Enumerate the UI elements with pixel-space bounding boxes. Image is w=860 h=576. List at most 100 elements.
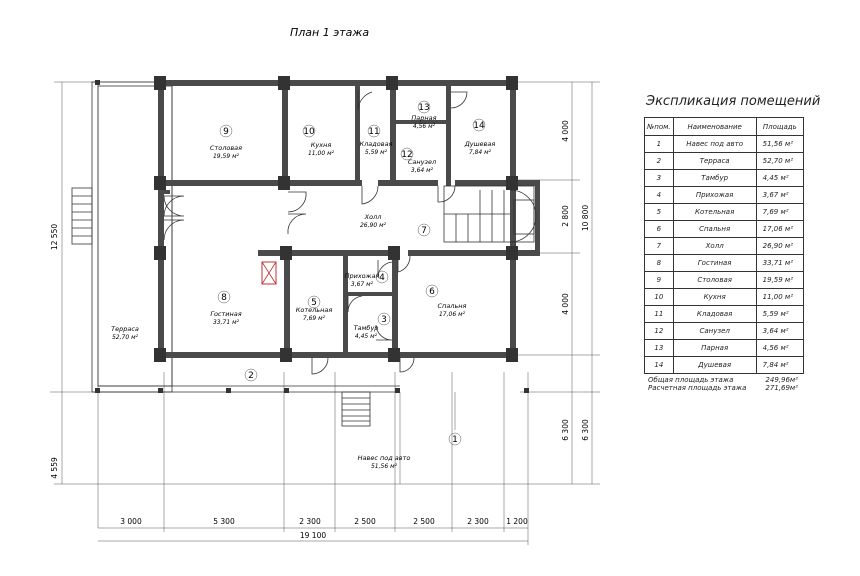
svg-text:5,59 м²: 5,59 м² [365, 149, 388, 156]
svg-text:5 300: 5 300 [213, 517, 235, 526]
explication-panel: Экспликация помещений №пом. Наименование… [640, 94, 821, 392]
row-number: 3 [644, 169, 674, 187]
svg-text:9: 9 [223, 127, 229, 137]
row-number: 2 [644, 152, 674, 170]
row-area: 52,70 м² [755, 152, 805, 170]
svg-text:52,70 м²: 52,70 м² [112, 334, 139, 341]
row-area: 19,59 м² [755, 271, 805, 289]
svg-text:Кладовая: Кладовая [360, 140, 393, 148]
svg-text:4: 4 [379, 273, 385, 283]
svg-text:26,90 м²: 26,90 м² [360, 222, 387, 229]
total-floor-area: Общая площадь этажа 249,96м² [648, 376, 798, 384]
row-area: 3,64 м² [755, 322, 805, 340]
row-area: 51,56 м² [755, 135, 805, 153]
svg-text:6 300: 6 300 [581, 419, 590, 441]
terrace-stairs [71, 187, 93, 245]
svg-text:4 000: 4 000 [561, 293, 570, 315]
wall-corners [154, 76, 518, 362]
row-number: 7 [644, 237, 674, 255]
walls [158, 80, 540, 358]
row-name: Парная [672, 339, 757, 357]
svg-text:7,69 м²: 7,69 м² [303, 315, 326, 322]
svg-text:13: 13 [418, 103, 429, 113]
svg-text:7: 7 [421, 226, 427, 236]
row-name: Душевая [672, 356, 757, 374]
svg-text:Прихожая: Прихожая [345, 272, 380, 280]
svg-text:10: 10 [303, 127, 315, 137]
row-number: 5 [644, 203, 674, 221]
svg-text:Кухня: Кухня [311, 141, 332, 149]
svg-text:2 800: 2 800 [561, 205, 570, 227]
header-area: Площадь [755, 117, 805, 136]
row-area: 26,90 м² [755, 237, 805, 255]
svg-text:7,84 м²: 7,84 м² [469, 149, 492, 156]
row-area: 5,59 м² [755, 305, 805, 323]
svg-text:2: 2 [248, 371, 254, 381]
row-name: Навес под авто [672, 135, 757, 153]
svg-text:2 500: 2 500 [413, 517, 435, 526]
svg-text:Тамбур: Тамбур [354, 324, 379, 332]
calc-floor-area: Расчетная площадь этажа 271,69м² [648, 384, 798, 392]
row-number: 9 [644, 271, 674, 289]
svg-text:14: 14 [473, 121, 485, 131]
explication-title: Экспликация помещений [646, 94, 821, 109]
row-name: Кладовая [672, 305, 757, 323]
row-area: 7,69 м² [755, 203, 805, 221]
row-name: Тамбур [672, 169, 757, 187]
svg-text:2 300: 2 300 [467, 517, 489, 526]
plan-title: План 1 этажа [290, 26, 369, 39]
doors [163, 90, 468, 375]
row-name: Спальня [672, 220, 757, 238]
svg-text:4 559: 4 559 [50, 457, 59, 479]
svg-text:Терраса: Терраса [111, 325, 139, 333]
entry-stairs [341, 391, 371, 427]
row-number: 10 [644, 288, 674, 306]
row-name: Санузел [672, 322, 757, 340]
svg-text:12: 12 [401, 150, 412, 160]
room-number-circles [217, 100, 486, 446]
svg-text:Столовая: Столовая [210, 144, 242, 152]
row-number: 13 [644, 339, 674, 357]
row-number: 6 [644, 220, 674, 238]
svg-text:6: 6 [429, 287, 435, 297]
row-name: Терраса [672, 152, 757, 170]
svg-text:3,64 м²: 3,64 м² [411, 167, 434, 174]
row-number: 4 [644, 186, 674, 204]
row-number: 11 [644, 305, 674, 323]
svg-text:17,06 м²: 17,06 м² [439, 311, 466, 318]
svg-text:8: 8 [221, 293, 227, 303]
row-name: Холл [672, 237, 757, 255]
row-name: Столовая [672, 271, 757, 289]
row-number: 1 [644, 135, 674, 153]
svg-text:Душевая: Душевая [464, 140, 496, 148]
row-name: Кухня [672, 288, 757, 306]
row-area: 33,71 м² [755, 254, 805, 272]
svg-text:Котельная: Котельная [296, 306, 333, 314]
svg-text:3: 3 [381, 315, 387, 325]
svg-text:Спальня: Спальня [438, 302, 467, 310]
row-number: 8 [644, 254, 674, 272]
svg-text:2 300: 2 300 [299, 517, 321, 526]
row-area: 4,56 м² [755, 339, 805, 357]
svg-text:4,56 м²: 4,56 м² [413, 123, 436, 130]
